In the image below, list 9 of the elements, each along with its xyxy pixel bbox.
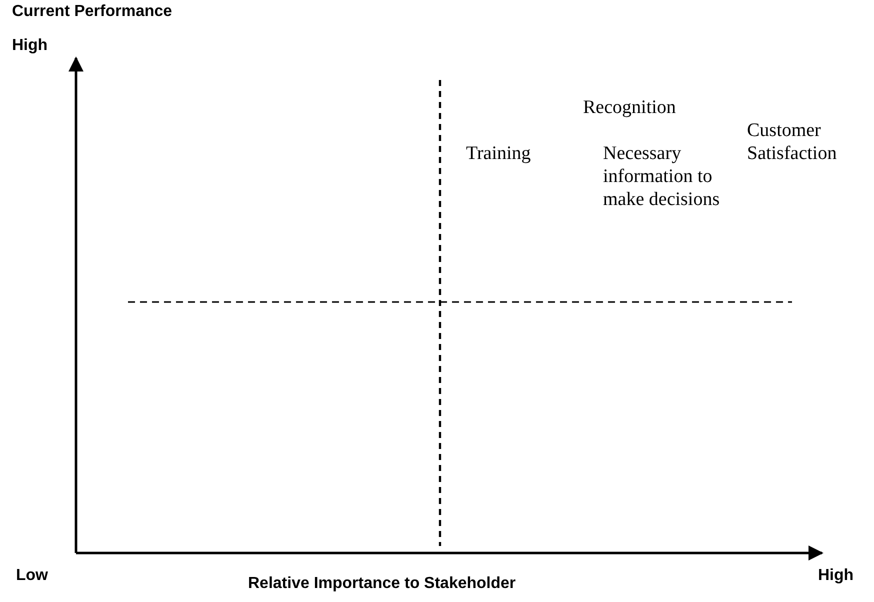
axis-title: Relative Importance to Stakeholder	[248, 574, 516, 594]
quadrant-item: Necessary information to make decisions	[603, 143, 721, 212]
axis-tick-label: Low	[16, 566, 48, 586]
axis-tick-label: High	[12, 36, 48, 56]
axis-tick-label: High	[818, 566, 854, 586]
quadrant-item: Training	[466, 143, 531, 166]
quadrant-item: Recognition	[583, 97, 676, 120]
axis-title: Current Performance	[12, 2, 172, 22]
quadrant-item: Customer Satisfaction	[747, 120, 838, 166]
